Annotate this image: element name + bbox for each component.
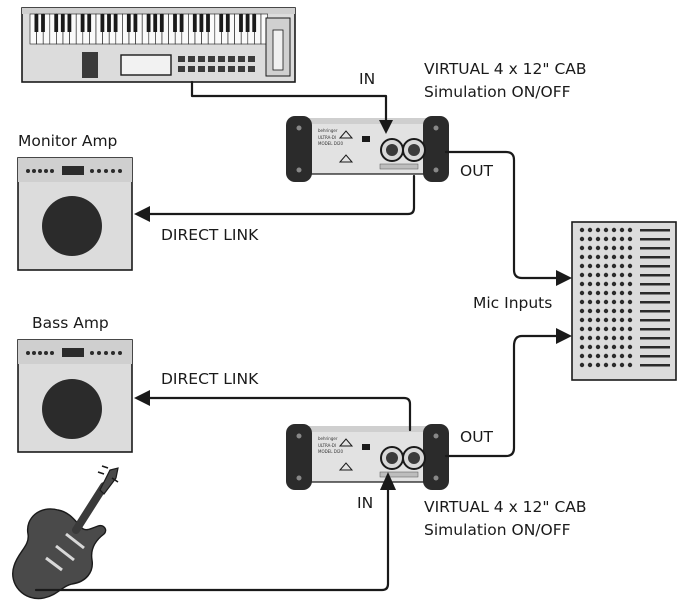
keyboard-controls <box>178 56 255 72</box>
label-mic-inputs: Mic Inputs <box>473 294 553 312</box>
di-box-top: behringer ULTRA-DI MODEL DI20 <box>286 116 449 182</box>
label-cab-bottom-line1: VIRTUAL 4 x 12" CAB <box>424 498 587 516</box>
cable-guitar-to-di-bottom <box>34 486 390 592</box>
svg-text:ULTRA-DI: ULTRA-DI <box>318 135 336 140</box>
svg-text:MODEL DI20: MODEL DI20 <box>318 449 344 454</box>
label-in-bottom: IN <box>357 494 374 512</box>
di-top-brand: behringer <box>318 128 338 133</box>
label-cab-bottom-line2: Simulation ON/OFF <box>424 521 571 539</box>
bass-amp <box>17 339 133 453</box>
label-out-bottom: OUT <box>460 428 494 446</box>
mixer <box>571 221 677 381</box>
arrow-direct-link-top <box>134 206 150 222</box>
svg-text:ULTRA-DI: ULTRA-DI <box>318 443 336 448</box>
svg-text:MODEL DI20: MODEL DI20 <box>318 141 344 146</box>
monitor-amp <box>17 157 133 271</box>
keyboard <box>21 7 296 83</box>
cable-di-top-out <box>444 150 558 280</box>
arrow-direct-link-bottom <box>134 390 150 406</box>
arrow-in-top <box>379 120 393 134</box>
label-cab-top-line1: VIRTUAL 4 x 12" CAB <box>424 60 587 78</box>
bass-amp-controls <box>26 348 122 357</box>
cable-keyboard-to-di-top <box>190 80 388 130</box>
cable-direct-link-bottom <box>148 396 412 432</box>
label-direct-link-bottom: DIRECT LINK <box>161 370 259 388</box>
mixer-channel-strips <box>579 227 670 368</box>
label-cab-top-line2: Simulation ON/OFF <box>424 83 571 101</box>
electric-guitar <box>12 465 119 600</box>
di-box-bottom: behringer ULTRA-DI MODEL DI20 <box>286 424 449 490</box>
label-direct-link-top: DIRECT LINK <box>161 226 259 244</box>
label-bass-amp: Bass Amp <box>32 314 109 332</box>
keyboard-keys <box>29 13 268 45</box>
label-in-top: IN <box>359 70 376 88</box>
monitor-amp-controls <box>26 166 122 175</box>
label-out-top: OUT <box>460 162 494 180</box>
arrow-out-bottom-to-mixer <box>556 328 572 344</box>
cable-direct-link-top <box>148 174 416 216</box>
arrow-out-top-to-mixer <box>556 270 572 286</box>
cable-di-bottom-out <box>444 334 558 458</box>
arrow-in-bottom <box>380 472 396 490</box>
label-monitor-amp: Monitor Amp <box>18 132 118 150</box>
di-bottom-brand: behringer <box>318 436 338 441</box>
